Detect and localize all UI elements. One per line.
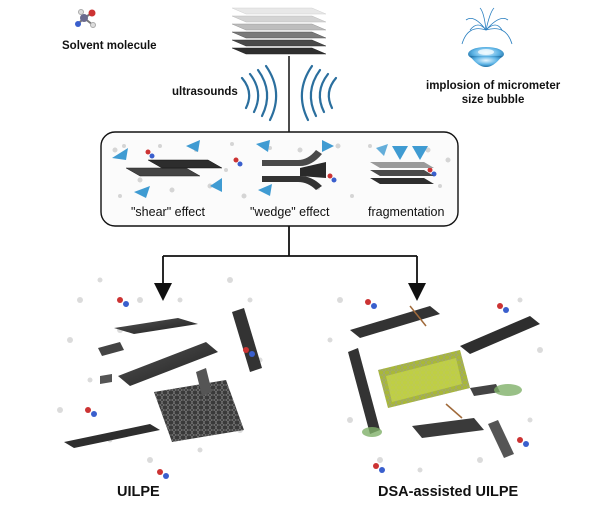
implosion-label-line1: implosion of micrometer: [426, 80, 561, 92]
uilpe-label: UILPE: [117, 484, 160, 500]
dsa-uilpe-result-illustration: [327, 297, 543, 473]
wedge-effect-label: "wedge" effect: [250, 205, 330, 219]
fragmentation-label: fragmentation: [368, 205, 445, 219]
ultrasound-waves-left: [240, 64, 278, 122]
implosion-label: implosion of micrometer size bubble: [426, 79, 560, 107]
shear-effect-illustration: [112, 140, 223, 198]
box-solvent-cloud: [112, 142, 451, 199]
dsa-uilpe-label: DSA-assisted UILPE: [378, 484, 519, 500]
solvent-molecule-label: Solvent molecule: [62, 40, 157, 52]
wedge-effect-illustration: [256, 140, 334, 196]
uilpe-result-illustration: [57, 277, 263, 479]
split-arrows: [154, 226, 426, 301]
box-solvent-molecules: [145, 149, 437, 183]
implosion-label-line2: size bubble: [461, 94, 525, 106]
solvent-molecule-icon: [75, 9, 96, 28]
fragmentation-illustration: [370, 144, 434, 184]
graphite-stack-icon: [231, 7, 327, 55]
ultrasound-waves-right: [300, 64, 338, 122]
imploding-bubble-icon: [461, 7, 513, 67]
shear-effect-label: "shear" effect: [131, 205, 205, 219]
ultrasounds-label: ultrasounds: [172, 86, 238, 98]
